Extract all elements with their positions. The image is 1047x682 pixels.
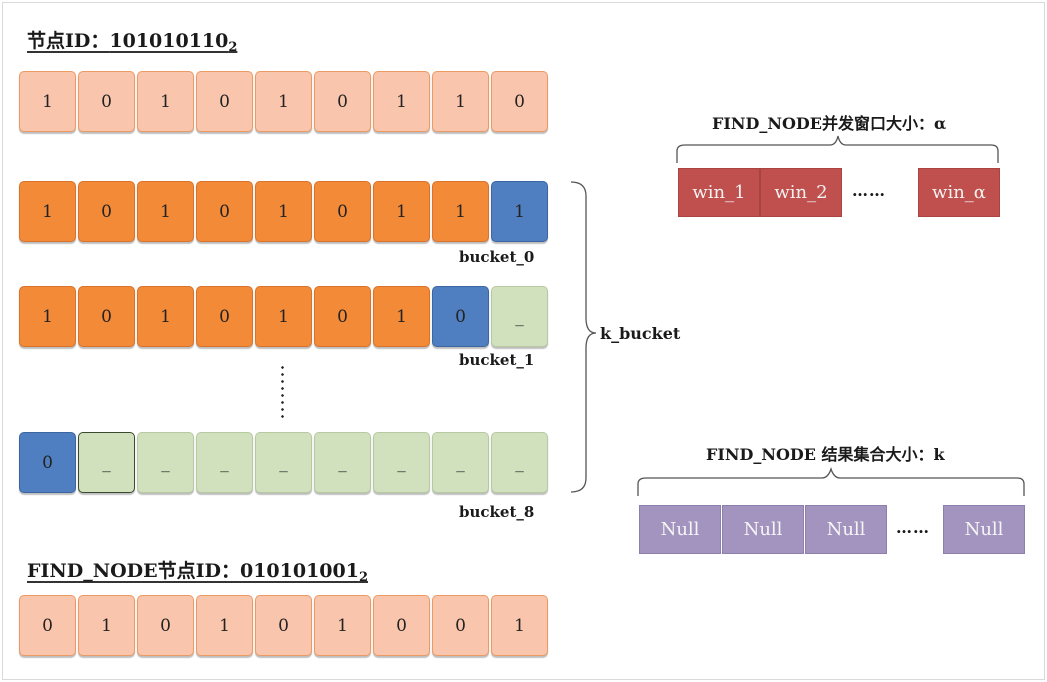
node-bit: 1: [137, 71, 194, 132]
bucket-8-row: 0 _ _ _ _ _ _ _ _: [19, 432, 548, 493]
bucket-1-empty-bit: _: [491, 286, 548, 347]
bucket-8-empty-bit: _: [196, 432, 253, 493]
node-bit: 0: [491, 71, 548, 132]
window-title: FIND_NODE并发窗口大小：α: [712, 114, 947, 133]
window-slot: win_2: [760, 168, 842, 217]
result-slot: Null: [722, 505, 804, 554]
bucket-8-empty-bit: _: [491, 432, 548, 493]
bucket-8-empty-bit: _: [373, 432, 430, 493]
bucket-8-empty-bit: _: [255, 432, 312, 493]
bucket-8-empty-bit: _: [314, 432, 371, 493]
bucket-8-label: bucket_8: [459, 503, 535, 521]
find-node-bit: 0: [137, 595, 194, 656]
find-node-id-title: FIND_NODE节点ID：0101010012: [27, 556, 368, 585]
node-bit: 0: [196, 71, 253, 132]
bucket-1-bit: 0: [78, 286, 135, 347]
bucket-1-row: 1 0 1 0 1 0 1 0 _: [19, 286, 548, 347]
node-bit: 0: [78, 71, 135, 132]
bucket-0-bit: 1: [373, 181, 430, 242]
bucket-0-bit: 0: [196, 181, 253, 242]
bucket-8-flip-bit: 0: [19, 432, 76, 493]
node-bit: 1: [432, 71, 489, 132]
bucket-0-bit: 0: [78, 181, 135, 242]
node-bit: 0: [314, 71, 371, 132]
bucket-1-flip-bit: 0: [432, 286, 489, 347]
find-node-id-base: 2: [358, 570, 368, 585]
result-slot: Null: [639, 505, 721, 554]
bucket-1-bit: 0: [314, 286, 371, 347]
result-slot: Null: [805, 505, 887, 554]
window-slot: win_1: [678, 168, 760, 217]
bucket-1-label: bucket_1: [459, 351, 535, 369]
node-id-prefix: 节点ID：: [27, 30, 110, 52]
bucket-0-bit: 1: [432, 181, 489, 242]
bucket-8-empty-bit: _: [137, 432, 194, 493]
find-node-bit: 0: [432, 595, 489, 656]
result-title: FIND_NODE 结果集合大小：k: [706, 445, 945, 464]
bucket-0-label: bucket_0: [459, 248, 535, 266]
window-slot: win_α: [918, 168, 1000, 217]
bucket-0-row: 1 0 1 0 1 0 1 1 1: [19, 181, 548, 242]
node-bit: 1: [255, 71, 312, 132]
find-node-bit: 0: [373, 595, 430, 656]
node-bit: 1: [373, 71, 430, 132]
k-bucket-label: k_bucket: [600, 324, 681, 343]
bucket-1-bit: 1: [373, 286, 430, 347]
window-ellipsis: ……: [852, 181, 886, 200]
bucket-0-bit: 1: [255, 181, 312, 242]
find-node-bit: 1: [196, 595, 253, 656]
node-id-title: 节点ID：1010101102: [27, 26, 237, 55]
bucket-0-bit: 0: [314, 181, 371, 242]
find-node-id-value: 010101001: [239, 560, 359, 582]
find-node-bit: 1: [491, 595, 548, 656]
find-node-bit: 1: [314, 595, 371, 656]
node-bit: 1: [19, 71, 76, 132]
find-node-id-bits: 0 1 0 1 0 1 0 0 1: [19, 595, 548, 656]
bucket-0-flip-bit: 1: [491, 181, 548, 242]
result-slot: Null: [943, 505, 1025, 554]
node-id-bits: 1 0 1 0 1 0 1 1 0: [19, 71, 548, 132]
bucket-8-empty-bit: _: [78, 432, 135, 493]
node-id-base: 2: [228, 40, 238, 55]
find-node-id-prefix: FIND_NODE节点ID：: [27, 560, 240, 582]
result-ellipsis: ……: [896, 518, 930, 537]
bucket-1-bit: 0: [196, 286, 253, 347]
bucket-0-bit: 1: [137, 181, 194, 242]
bucket-1-bit: 1: [255, 286, 312, 347]
node-id-value: 101010110: [109, 30, 229, 52]
bucket-8-empty-bit: _: [432, 432, 489, 493]
find-node-bit: 1: [78, 595, 135, 656]
find-node-bit: 0: [19, 595, 76, 656]
vertical-ellipsis: [281, 364, 284, 420]
bucket-0-bit: 1: [19, 181, 76, 242]
bucket-1-bit: 1: [19, 286, 76, 347]
bucket-1-bit: 1: [137, 286, 194, 347]
find-node-bit: 0: [255, 595, 312, 656]
